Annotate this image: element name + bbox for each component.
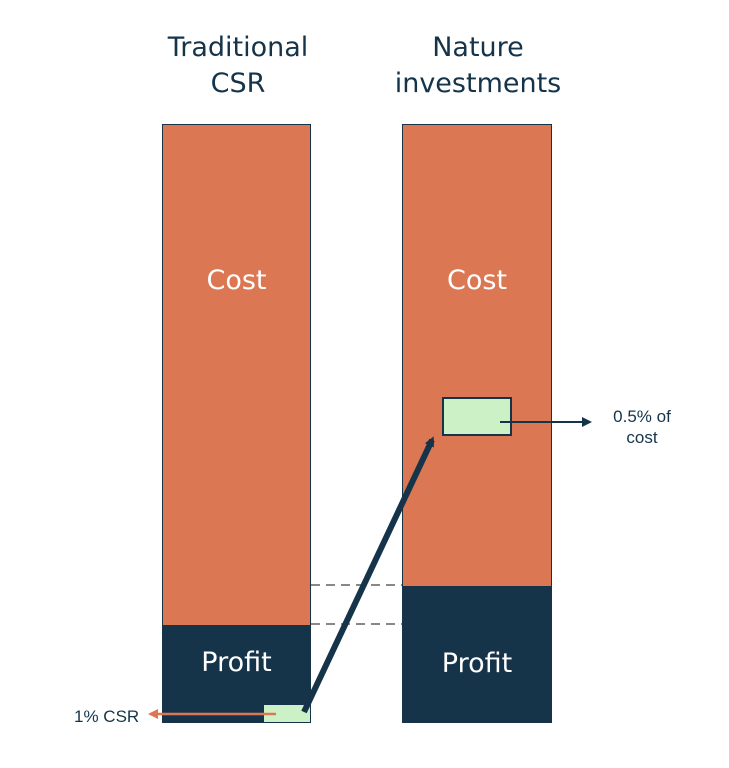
csr-percentage-note: 1% CSR bbox=[74, 707, 140, 726]
traditional-cost-label: Cost bbox=[206, 265, 267, 296]
nature-title-line2: investments bbox=[394, 68, 562, 99]
traditional-csr-title: Traditional CSR bbox=[140, 30, 336, 102]
nature-cost-segment: Cost bbox=[403, 125, 551, 586]
nature-investment-box bbox=[442, 397, 512, 436]
traditional-title-line2: CSR bbox=[210, 68, 266, 99]
traditional-cost-segment: Cost bbox=[163, 125, 310, 625]
nature-title-line1: Nature bbox=[432, 32, 524, 63]
nature-investments-bar: Cost Profit bbox=[402, 124, 552, 723]
cost-share-note-line1: 0.5% of bbox=[613, 407, 671, 426]
nature-profit-label: Profit bbox=[441, 648, 513, 679]
cost-share-note-line2: cost bbox=[626, 428, 658, 447]
nature-investments-title: Nature investments bbox=[376, 30, 580, 102]
cost-share-note: 0.5% of cost bbox=[602, 406, 682, 448]
traditional-csr-bar: Cost Profit bbox=[162, 124, 311, 723]
traditional-profit-segment: Profit bbox=[163, 625, 310, 722]
nature-profit-segment: Profit bbox=[403, 586, 551, 722]
reallocation-arrow bbox=[301, 436, 435, 714]
traditional-profit-label: Profit bbox=[201, 647, 272, 678]
nature-cost-label: Cost bbox=[446, 265, 508, 296]
traditional-title-line1: Traditional bbox=[167, 32, 309, 63]
